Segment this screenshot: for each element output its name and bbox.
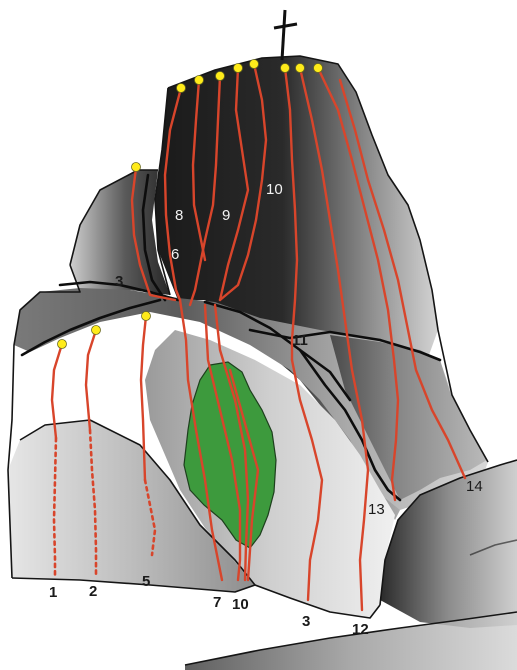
route-label-2: 2	[89, 583, 97, 600]
route-label-3-mid: 3	[115, 273, 123, 290]
belay-anchor-icon	[132, 163, 141, 172]
route-label-10-bottom: 10	[232, 596, 249, 613]
route-label-7: 7	[213, 594, 221, 611]
belay-anchor-icon	[250, 60, 259, 69]
belay-anchor-icon	[92, 326, 101, 335]
route-label-9: 9	[222, 207, 230, 224]
belay-anchor-icon	[142, 312, 151, 321]
route-label-3-bottom: 3	[302, 613, 310, 630]
belay-anchor-icon	[216, 72, 225, 81]
route-label-5: 5	[142, 573, 150, 590]
route-label-8: 8	[175, 207, 183, 224]
route-label-1: 1	[49, 584, 57, 601]
route-label-11: 11	[292, 332, 308, 349]
route-label-12: 12	[352, 621, 369, 638]
belay-anchor-icon	[314, 64, 323, 73]
rock-formation	[8, 56, 517, 670]
route-label-13: 13	[368, 501, 385, 518]
belay-anchor-icon	[296, 64, 305, 73]
route-label-14: 14	[466, 478, 483, 495]
summit-cross-icon	[274, 10, 297, 60]
belay-anchor-icon	[234, 64, 243, 73]
belay-anchor-icon	[195, 76, 204, 85]
route-label-10-top: 10	[266, 181, 283, 198]
belay-anchor-icon	[58, 340, 67, 349]
ground-slope	[185, 612, 517, 670]
belay-anchor-icon	[177, 84, 186, 93]
route-label-6: 6	[171, 246, 179, 263]
route-2	[86, 330, 96, 430]
belay-anchor-icon	[281, 64, 290, 73]
